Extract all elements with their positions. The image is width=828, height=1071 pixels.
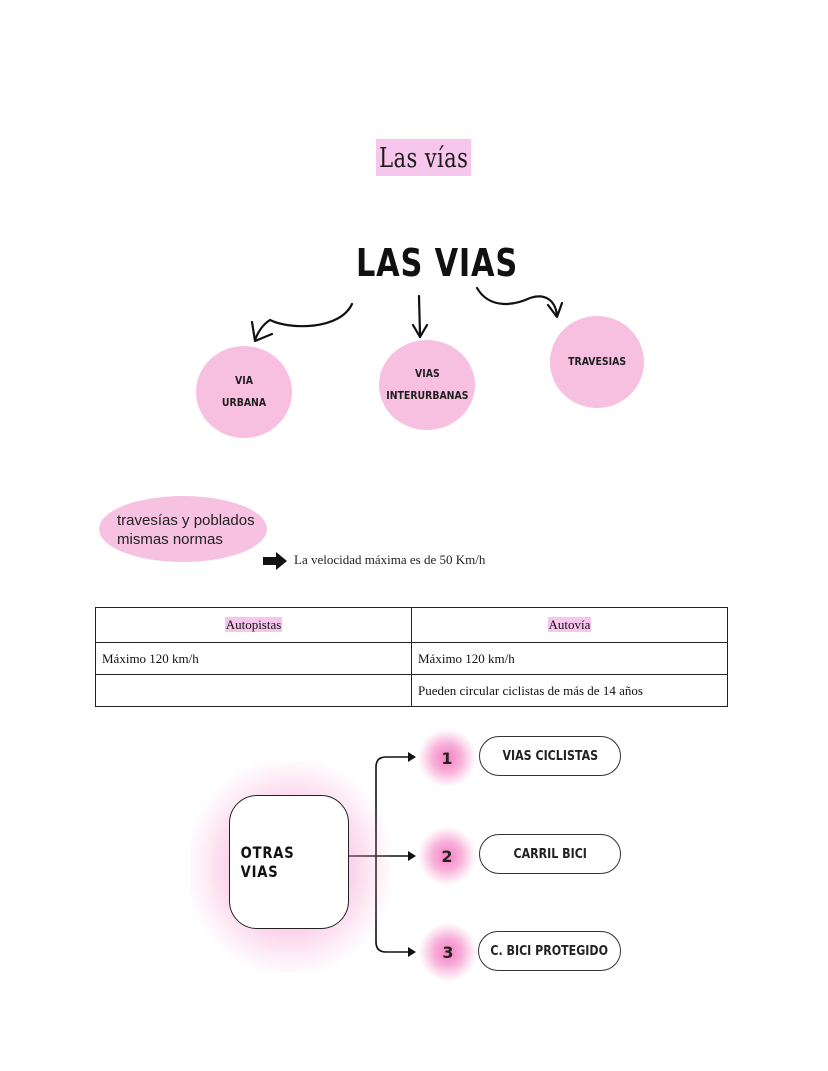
note-line-2: mismas normas — [117, 531, 223, 548]
road-rules-table: Autopistas Autovía Máximo 120 km/h Máxim… — [95, 607, 728, 707]
header-autovia: Autovía — [411, 607, 728, 643]
node-travesias: TRAVESIAS — [550, 316, 644, 408]
arrowhead-item-2 — [408, 851, 416, 861]
arrowhead-item-3 — [408, 947, 416, 957]
page-heading: Las vías — [376, 139, 472, 176]
table-cell: Máximo 120 km/h — [95, 642, 412, 675]
item-number-1: 1 — [418, 729, 476, 787]
item-number-3: 3 — [419, 923, 477, 981]
table-cell: Máximo 120 km/h — [411, 642, 728, 675]
table-row: Pueden circular ciclistas de más de 14 a… — [95, 674, 728, 707]
arrow-to-travesias — [475, 286, 559, 317]
table-cell: Pueden circular ciclistas de más de 14 a… — [411, 674, 728, 707]
arrowhead-interurbanas — [411, 323, 429, 339]
speed-limit-row: La velocidad máxima es de 50 Km/h — [263, 552, 485, 568]
arrow-to-interurbanas — [417, 294, 422, 337]
speed-arrow-icon — [263, 552, 287, 570]
table-cell — [95, 674, 412, 707]
arrowhead-item-1 — [408, 752, 416, 762]
table-header-row: Autopistas Autovía — [95, 607, 728, 643]
arrowhead-urbana — [250, 320, 274, 343]
table-row: Máximo 120 km/h Máximo 120 km/h — [95, 642, 728, 675]
speed-limit-text: La velocidad máxima es de 50 Km/h — [294, 552, 486, 567]
item-vias-ciclistas: VIAS CICLISTAS — [479, 736, 621, 776]
arrow-to-urbana — [253, 302, 354, 342]
travesias-note: travesías y poblados mismas normas — [99, 496, 267, 562]
header-autopistas: Autopistas — [95, 607, 412, 643]
concept-map-title: LAS VIAS — [356, 241, 519, 285]
item-number-2: 2 — [418, 827, 476, 885]
item-c-bici-protegido: C. BICI PROTEGIDO — [478, 931, 621, 971]
arrowhead-travesias — [546, 301, 564, 319]
note-line-1: travesías y poblados — [117, 512, 255, 529]
otras-vias-box: OTRAS VIAS — [229, 795, 349, 929]
item-carril-bici: CARRIL BICI — [479, 834, 621, 874]
